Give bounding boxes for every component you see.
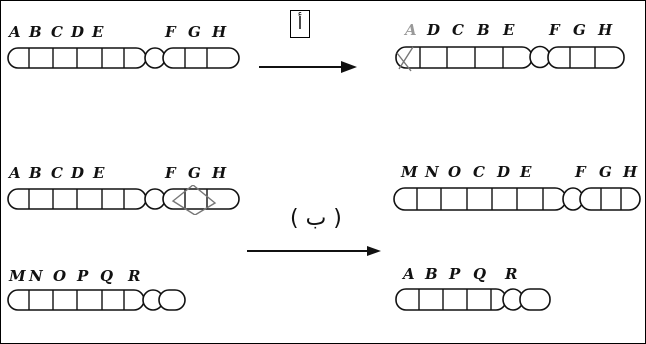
gene-label: E [93, 164, 105, 182]
gene-label: F [575, 163, 586, 181]
gene-label: H [212, 23, 227, 41]
gene-label: D [71, 164, 85, 182]
arrow-a [259, 61, 357, 73]
gene-label: N [29, 267, 43, 285]
gene-label: C [452, 21, 464, 39]
gene-label: H [598, 21, 613, 39]
gene-label: D [71, 23, 85, 41]
gene-label: B [425, 265, 438, 283]
gene-label: N [425, 163, 439, 181]
gene-label: R [505, 265, 518, 283]
gene-label: E [92, 23, 104, 41]
gene-label: G [188, 164, 201, 182]
gene-label: B [29, 164, 42, 182]
chromosome-a-before [7, 47, 240, 69]
gene-label: A [403, 265, 415, 283]
gene-label: P [77, 267, 89, 285]
gene-label: B [477, 21, 490, 39]
gene-label: Q [100, 267, 114, 285]
gene-label: D [427, 21, 441, 39]
gene-label: C [473, 163, 485, 181]
chromosome-b-before-bottom [7, 289, 186, 311]
step-label-a: أ [290, 10, 310, 38]
gene-label: D [497, 163, 511, 181]
gene-label: B [29, 23, 42, 41]
gene-label: E [520, 163, 532, 181]
step-label-b: ( ب ) [290, 206, 342, 231]
gene-label: H [623, 163, 638, 181]
gene-label: F [549, 21, 560, 39]
gene-label: M [9, 267, 26, 285]
chromosome-b-after-top [393, 187, 641, 211]
gene-label: C [51, 164, 63, 182]
gene-label: A [9, 23, 21, 41]
chromosome-a-after [395, 45, 625, 72]
arrow-b [247, 246, 381, 256]
gene-label: H [212, 164, 227, 182]
gene-label: A [9, 164, 21, 182]
gene-label: G [188, 23, 201, 41]
chromosome-b-before-top [7, 185, 240, 215]
gene-label: A [405, 21, 417, 39]
gene-label: G [573, 21, 586, 39]
gene-label: G [599, 163, 612, 181]
gene-label: C [51, 23, 63, 41]
gene-label: O [448, 163, 462, 181]
chromosome-b-after-bottom [395, 288, 551, 311]
gene-label: O [53, 267, 67, 285]
gene-label: R [128, 267, 141, 285]
gene-label: E [503, 21, 515, 39]
gene-label: F [165, 23, 176, 41]
gene-label: P [449, 265, 461, 283]
gene-label: F [165, 164, 176, 182]
gene-label: Q [473, 265, 487, 283]
gene-label: M [401, 163, 418, 181]
